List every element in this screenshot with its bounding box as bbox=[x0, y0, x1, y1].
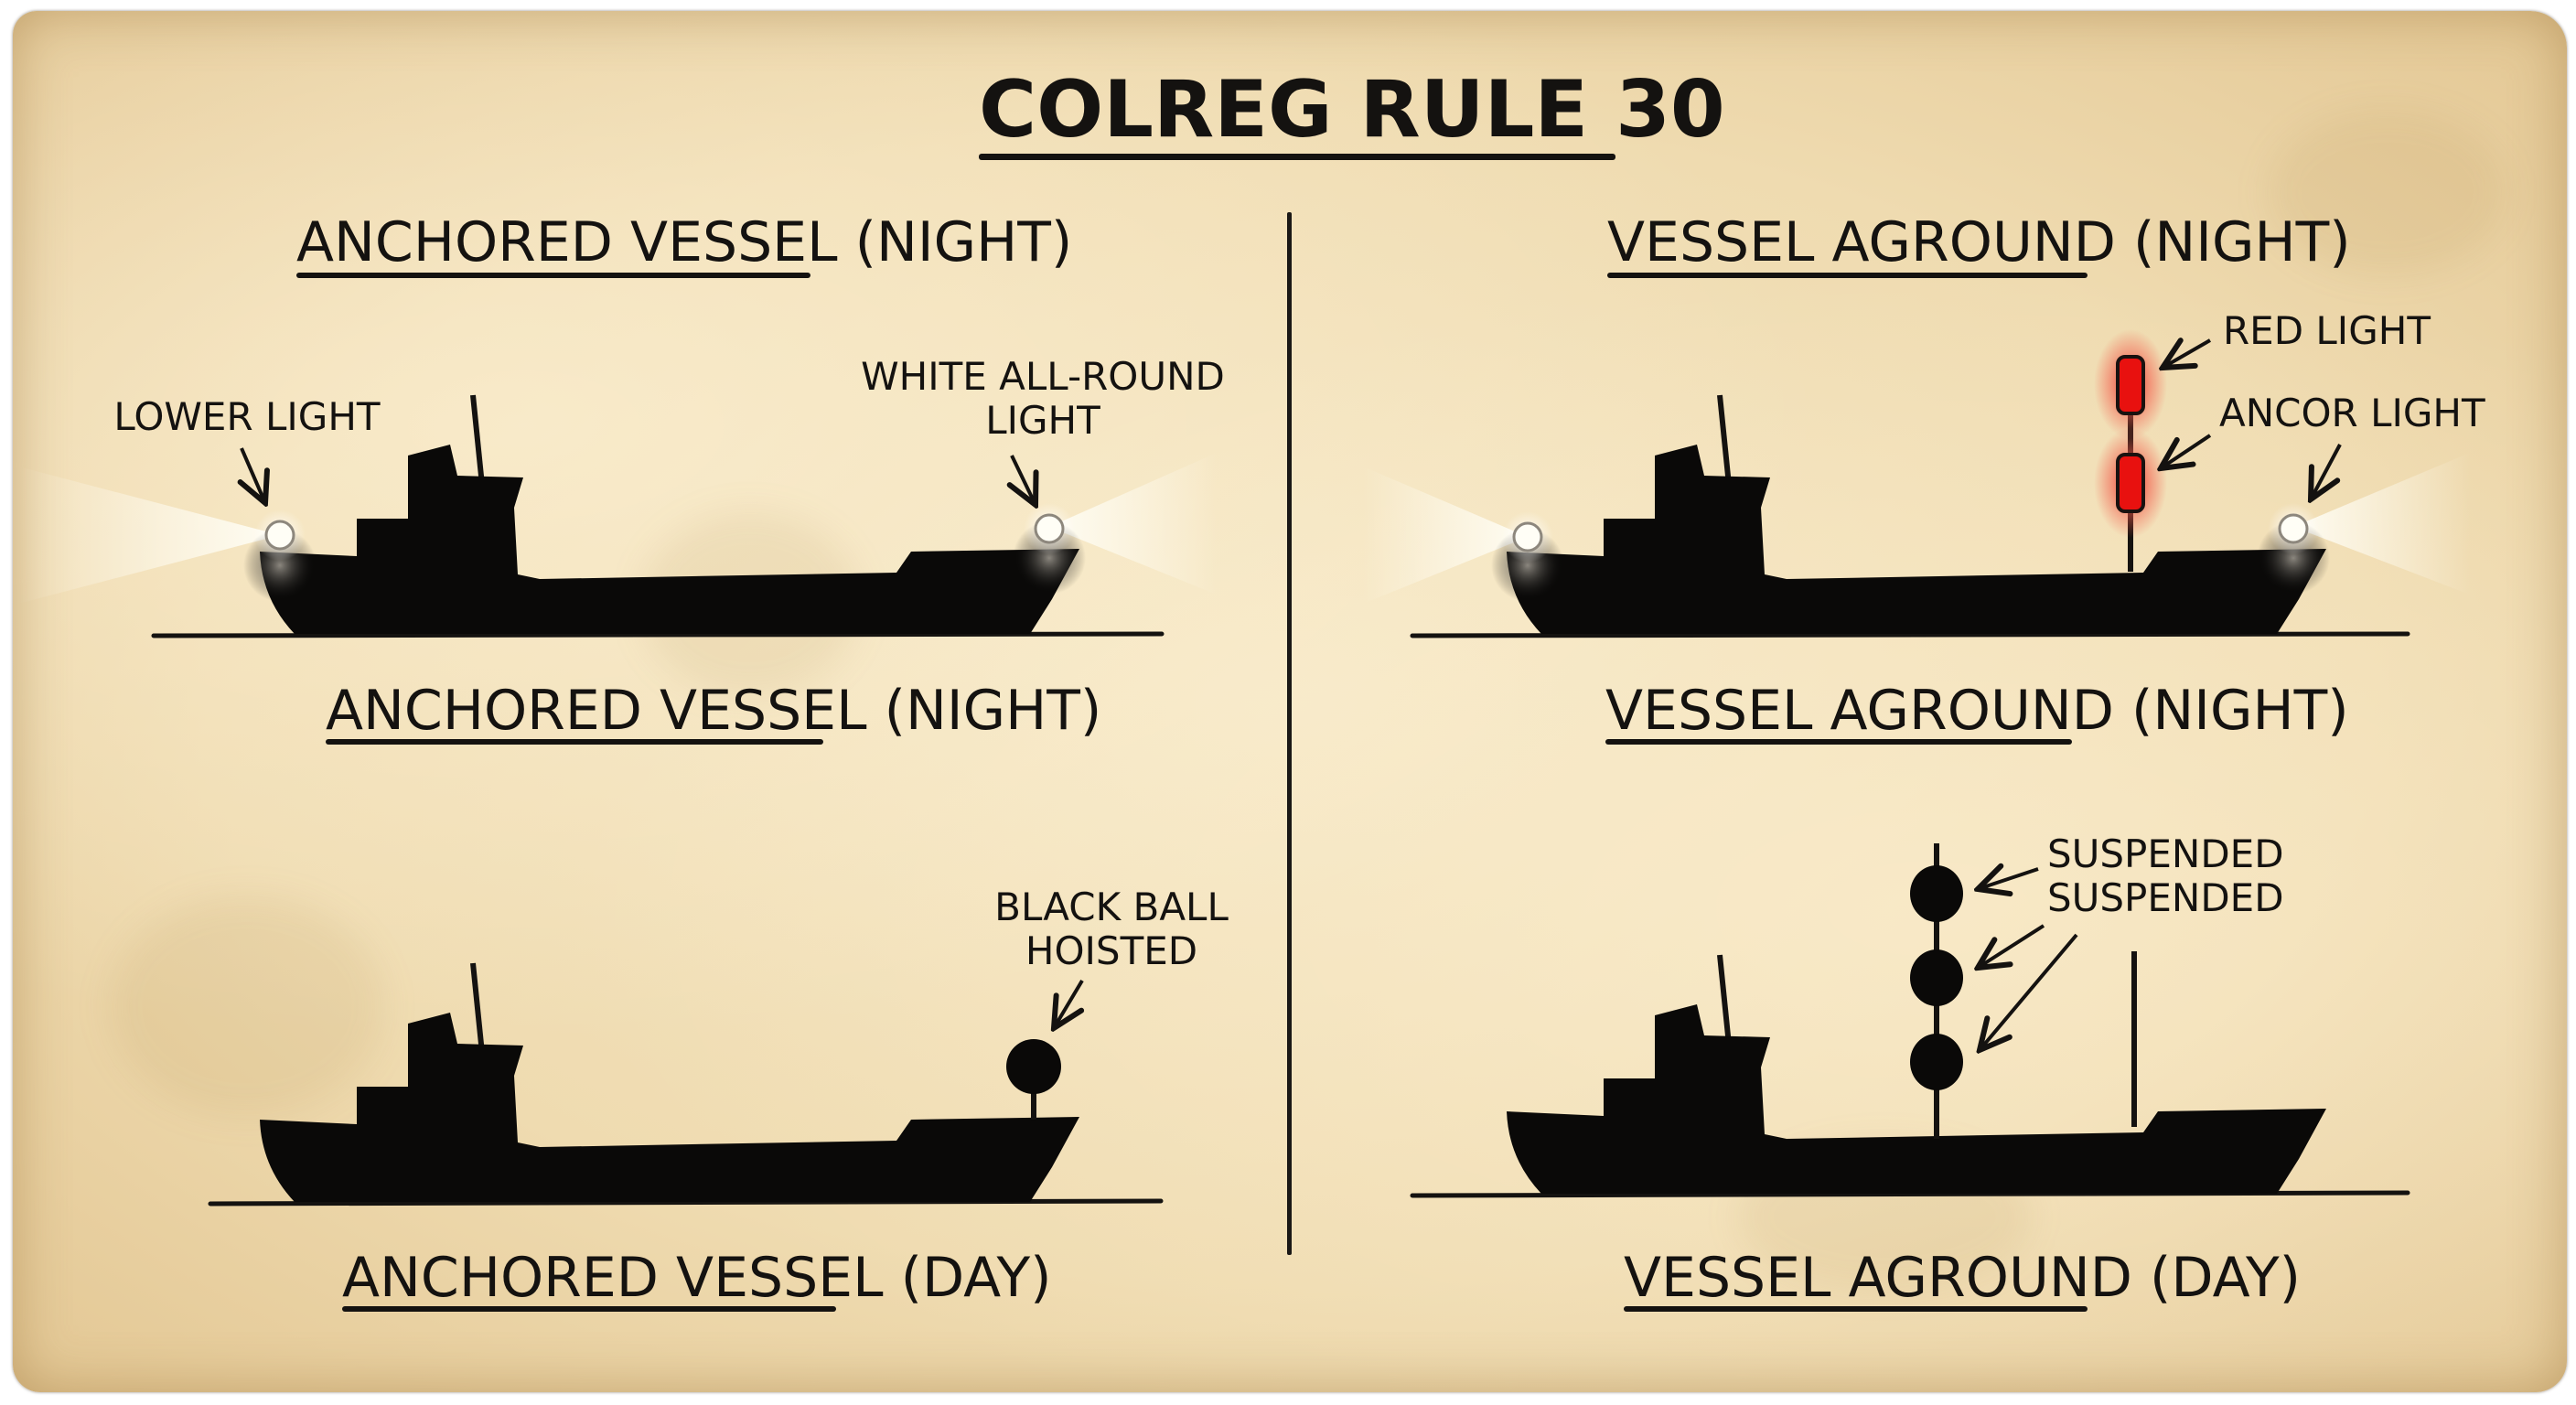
anchor-light-icon bbox=[2278, 513, 2309, 544]
red-light-icon bbox=[2116, 453, 2145, 513]
arrow-icon bbox=[2161, 434, 2212, 468]
arrow-icon bbox=[2311, 444, 2342, 499]
light-beam bbox=[18, 467, 280, 604]
arrow-icon bbox=[1054, 979, 1082, 1028]
caption-anchored-day: ANCHORED VESSEL (DAY) bbox=[342, 1246, 1052, 1310]
paper-stain bbox=[2269, 110, 2506, 274]
arrow-icon bbox=[1012, 455, 1036, 505]
heading-underline bbox=[342, 1306, 836, 1312]
ship-aground-day bbox=[1410, 843, 2410, 1198]
red-light-icon bbox=[2116, 355, 2145, 415]
heading-underline bbox=[1624, 1306, 2088, 1312]
heading-suffix: (DAY) bbox=[900, 1246, 1052, 1310]
heading-suffix: (NIGHT) bbox=[884, 679, 1102, 743]
arrow-icon bbox=[1978, 869, 2039, 889]
label-line: SUSPENDED bbox=[2047, 831, 2284, 876]
light-beam bbox=[1049, 453, 1217, 595]
caption-anchored-night: ANCHORED VESSEL (NIGHT) bbox=[326, 679, 1101, 743]
label-line: WHITE ALL-ROUND bbox=[861, 354, 1225, 399]
heading-underline bbox=[1607, 273, 2088, 278]
heading-main: VESSEL AGROUND bbox=[1624, 1246, 2132, 1310]
waterline bbox=[151, 631, 1165, 638]
page-title: COLREG RULE 30 bbox=[979, 64, 1725, 156]
ship-anchored-day bbox=[208, 962, 1164, 1207]
label-line: LIGHT bbox=[985, 398, 1100, 443]
lower-light-icon bbox=[264, 520, 295, 551]
arrow-icon bbox=[242, 447, 265, 503]
ship-silhouette bbox=[260, 445, 1079, 634]
label-line: HOISTED bbox=[1025, 928, 1198, 973]
heading-underline bbox=[296, 273, 810, 278]
heading-main: VESSEL AGROUND bbox=[1605, 679, 2114, 743]
all-round-light-icon bbox=[1034, 513, 1065, 544]
heading-main: VESSEL AGROUND bbox=[1607, 210, 2116, 274]
heading-suffix: (NIGHT) bbox=[2131, 679, 2349, 743]
heading-main: ANCHORED VESSEL bbox=[342, 1246, 884, 1310]
paper-stain bbox=[110, 896, 384, 1116]
arrow-icon bbox=[1980, 933, 2078, 1050]
label-line: SUSPENDED bbox=[2047, 875, 2284, 920]
label-line: BLACK BALL bbox=[994, 885, 1229, 929]
label-suspended: SUSPENDED SUSPENDED bbox=[2047, 832, 2284, 920]
heading-suffix: (DAY) bbox=[2150, 1246, 2302, 1310]
heading-anchored-night: ANCHORED VESSEL (NIGHT) bbox=[296, 210, 1072, 274]
heading-underline bbox=[326, 739, 823, 745]
heading-main: ANCHORED VESSEL bbox=[296, 210, 838, 274]
heading-aground-night: VESSEL AGROUND (NIGHT) bbox=[1607, 210, 2351, 274]
label-lower-light: LOWER LIGHT bbox=[113, 394, 381, 439]
light-beam bbox=[2293, 453, 2470, 595]
title-underline bbox=[979, 154, 1615, 160]
ship-silhouette bbox=[260, 1013, 1079, 1202]
label-black-ball-hoisted: BLACK BALL HOISTED bbox=[979, 885, 1244, 973]
black-ball-icon bbox=[1910, 865, 1963, 922]
black-ball-icon bbox=[1910, 1034, 1963, 1090]
heading-underline bbox=[1605, 739, 2072, 745]
stern-light-icon bbox=[1512, 521, 1543, 552]
waterline bbox=[1410, 631, 2410, 638]
caption-aground-night: VESSEL AGROUND (NIGHT) bbox=[1605, 679, 2349, 743]
label-ancor-light: ANCOR LIGHT bbox=[2219, 391, 2485, 435]
ship-silhouette bbox=[1507, 1004, 2326, 1194]
heading-main: ANCHORED VESSEL bbox=[326, 679, 867, 743]
black-ball-icon bbox=[1910, 949, 1963, 1006]
label-red-light: RED LIGHT bbox=[2223, 308, 2431, 353]
black-ball-icon bbox=[1006, 1039, 1061, 1094]
ship-anchored-night bbox=[18, 394, 1217, 638]
ship-silhouette bbox=[1507, 445, 2326, 634]
arrow-icon bbox=[1978, 924, 2045, 968]
ship-aground-night bbox=[1363, 329, 2470, 638]
light-beam bbox=[1363, 467, 1528, 604]
arrow-icon bbox=[2163, 340, 2211, 368]
heading-suffix: (NIGHT) bbox=[2133, 210, 2351, 274]
heading-suffix: (NIGHT) bbox=[854, 210, 1073, 274]
caption-aground-day: VESSEL AGROUND (DAY) bbox=[1624, 1246, 2301, 1310]
label-white-all-round-light: WHITE ALL-ROUND LIGHT bbox=[851, 355, 1235, 443]
center-divider bbox=[1287, 212, 1292, 1255]
